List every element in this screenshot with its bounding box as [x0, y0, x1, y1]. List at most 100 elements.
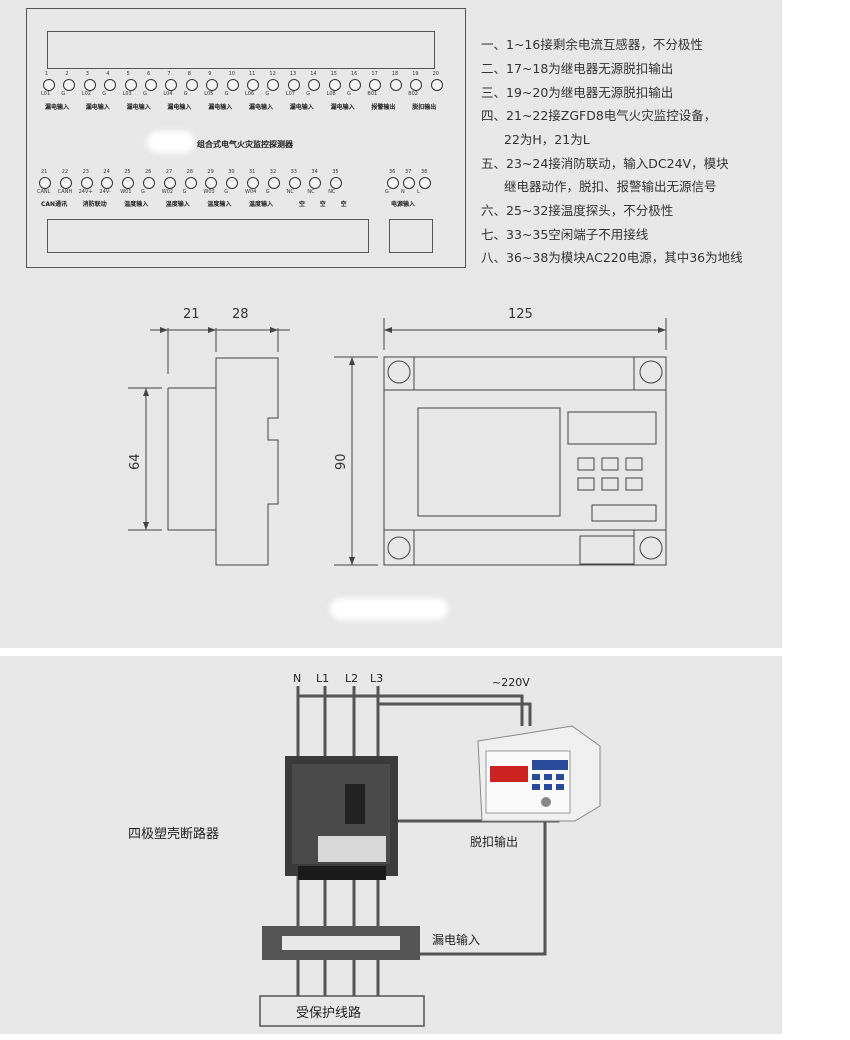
terminal-sub-label: G	[224, 91, 229, 97]
terminal-sub-label: G	[102, 91, 107, 97]
terminal-screw	[143, 177, 155, 189]
terminal-sub-label: L06	[245, 91, 255, 97]
note-line: 五、23~24接消防联动，输入DC24V，模块	[481, 156, 729, 171]
terminal-number: 4	[106, 71, 110, 77]
terminal-screw	[205, 177, 218, 189]
dim-front-height: 90	[334, 453, 349, 470]
terminal-group-label: 空	[319, 201, 326, 208]
phase-l1: L1	[316, 672, 329, 685]
terminal-screw	[267, 79, 280, 91]
note-line: 二、17~18为继电器无源脱扣输出	[481, 61, 674, 76]
terminal-number: 12	[269, 71, 276, 77]
terminal-number: 28	[186, 169, 193, 175]
terminal-group-label: 报警输出	[371, 104, 396, 111]
terminal-group-label: 漏电输入	[167, 104, 192, 111]
terminal-screw	[226, 177, 239, 189]
wire-supply-n	[298, 694, 524, 726]
terminal-number: 7	[167, 71, 171, 77]
terminal-screw	[43, 79, 55, 91]
terminal-panel-title: 组合式电气火灾监控探测器	[197, 140, 293, 149]
terminal-sub-label: W03	[203, 189, 215, 195]
terminal-screw	[145, 79, 157, 91]
terminal-number: 14	[310, 71, 317, 77]
terminal-screw	[309, 177, 322, 189]
terminal-number: 8	[187, 71, 191, 77]
terminal-sub-label: L	[417, 189, 420, 195]
terminal-sub-label: CANH	[57, 189, 73, 195]
terminal-group-label: 脱扣输出	[412, 104, 437, 111]
wiring-diagram: N L1 L2 L3 ~220V 四极塑壳断路器 脱扣输出 漏电输入 受保护线路	[128, 672, 601, 1027]
terminal-number: 36	[389, 169, 396, 175]
terminal-group-label: 温度输入	[165, 201, 190, 208]
terminal-sub-label: B02	[408, 91, 418, 97]
terminal-sub-label: N	[401, 189, 405, 195]
terminal-sub-label: L05	[204, 91, 214, 97]
phase-l2: L2	[345, 672, 358, 685]
terminal-screw	[101, 177, 114, 189]
terminal-sub-label: G	[265, 91, 270, 97]
terminal-number: 26	[145, 169, 152, 175]
power-box	[389, 219, 433, 253]
terminal-sub-label: NC	[328, 189, 336, 195]
terminal-number: 35	[332, 169, 339, 175]
terminal-number: 18	[391, 71, 399, 77]
terminal-number: 37	[405, 169, 412, 175]
terminal-group-label: 温度输入	[124, 201, 149, 208]
supply-label: ~220V	[492, 676, 530, 689]
caption-blur	[330, 598, 448, 620]
terminal-screw	[206, 79, 219, 91]
breaker	[285, 756, 398, 880]
dim-front-width: 125	[508, 307, 533, 322]
terminal-group-label: 消防联动	[82, 201, 107, 208]
terminal-number: 17	[371, 71, 378, 77]
dim-side-height: 64	[128, 453, 143, 470]
terminal-number: 33	[290, 169, 297, 175]
front-lcd	[417, 407, 561, 517]
note-line: 一、1~16接剩余电流互感器，不分极性	[481, 37, 703, 52]
terminal-number: 5	[126, 71, 130, 77]
terminal-screw	[419, 177, 431, 189]
terminal-screw	[80, 177, 93, 189]
terminal-screw	[39, 177, 51, 189]
terminal-number: 11	[249, 71, 256, 77]
terminal-sub-label: L07	[285, 91, 295, 97]
terminal-group-label: 温度输入	[207, 201, 232, 208]
terminal-sub-label: G	[61, 91, 66, 97]
terminal-sub-label: G	[347, 91, 351, 97]
terminal-sub-label: L08	[326, 91, 336, 97]
terminal-sub-label: G	[183, 91, 188, 97]
terminal-group-label: 温度输入	[249, 201, 274, 208]
terminal-number: 13	[289, 71, 297, 77]
note-line: 六、25~32接温度探头，不分极性	[481, 203, 674, 218]
terminal-number: 1	[45, 71, 49, 77]
terminal-sub-label: G	[182, 189, 187, 195]
note-line: 七、33~35空闲端子不用接线	[481, 227, 649, 242]
terminal-screw	[349, 79, 361, 91]
terminal-sub-label: W02	[161, 189, 174, 195]
terminal-sub-label: L02	[81, 91, 91, 97]
breaker-label: 四极塑壳断路器	[128, 826, 219, 842]
terminal-screw	[185, 79, 198, 91]
terminal-number: 16	[351, 71, 358, 77]
terminal-number: 10	[228, 71, 235, 77]
terminal-sub-label: B01	[367, 91, 378, 97]
leakage-input-label: 漏电输入	[432, 932, 480, 947]
wire-supply-l	[378, 702, 532, 726]
note-line: 继电器动作，脱扣、报警输出无源信号	[504, 179, 717, 194]
terminal-number: 21	[41, 169, 48, 175]
terminal-group-label: CAN通讯	[41, 201, 68, 208]
terminal-screw	[308, 79, 321, 91]
terminal-number: 30	[228, 169, 235, 175]
terminal-screw	[122, 177, 135, 189]
dim-side-b: 28	[232, 307, 249, 322]
terminal-screw	[287, 79, 300, 91]
trip-output-label: 脱扣输出	[470, 834, 518, 849]
protected-line-box	[259, 995, 425, 1027]
terminal-screw	[63, 79, 76, 91]
terminal-screw	[184, 177, 197, 189]
terminal-group-label: 漏电输入	[45, 104, 70, 111]
terminal-sub-label: G	[141, 189, 145, 195]
terminal-number: 32	[269, 169, 277, 175]
terminal-sub-label: NC	[286, 189, 294, 195]
terminal-group-label: 漏电输入	[126, 104, 151, 111]
